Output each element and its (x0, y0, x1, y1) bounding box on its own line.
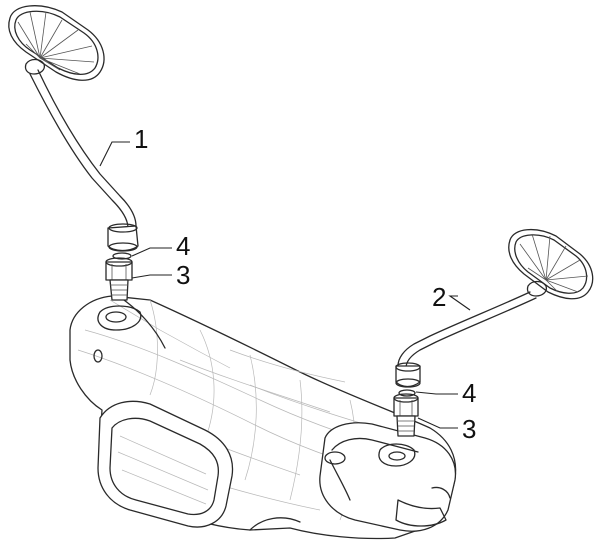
handlebar-cover (69, 295, 457, 540)
callout-4-left: 4 (176, 231, 190, 261)
callout-2: 2 (432, 282, 446, 312)
leader-lines (99, 141, 471, 429)
left-mirror-assembly (8, 5, 139, 301)
callout-1: 1 (134, 124, 148, 154)
callout-3-left: 3 (176, 260, 190, 290)
right-mirror-assembly (393, 229, 594, 437)
callout-3-right: 3 (462, 414, 476, 444)
callout-4-right: 4 (462, 378, 476, 408)
